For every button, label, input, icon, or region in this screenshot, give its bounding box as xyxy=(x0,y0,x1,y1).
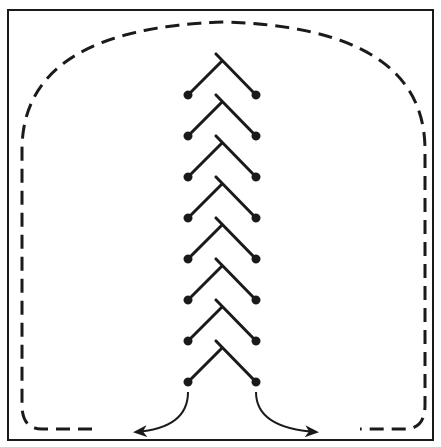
right-dot xyxy=(252,91,261,100)
chevron-stitch-group xyxy=(184,54,261,387)
left-dot xyxy=(184,214,193,223)
left-dot xyxy=(184,255,193,264)
chevron-stitch xyxy=(184,54,261,100)
stitch-right-line xyxy=(216,300,256,341)
stitch-left-line xyxy=(188,143,222,177)
chevron-stitch xyxy=(184,341,261,387)
right-curve-arrow xyxy=(256,392,316,432)
stitch-right-line xyxy=(216,218,256,259)
left-dot xyxy=(184,173,193,182)
stitch-left-line xyxy=(188,102,222,136)
right-dot xyxy=(252,173,261,182)
stitch-right-line xyxy=(216,259,256,300)
chevron-stitch xyxy=(184,300,261,346)
right-dot xyxy=(252,214,261,223)
stitch-right-line xyxy=(216,95,256,136)
stitch-right-line xyxy=(216,341,256,382)
left-dot xyxy=(184,296,193,305)
left-curve-arrow xyxy=(136,392,188,432)
left-dot xyxy=(184,132,193,141)
stitch-right-line xyxy=(216,54,256,95)
chevron-stitch xyxy=(184,259,261,305)
chevron-stitch xyxy=(184,177,261,223)
left-dot xyxy=(184,378,193,387)
right-dot xyxy=(252,296,261,305)
stitch-left-line xyxy=(188,348,222,382)
stitch-right-line xyxy=(216,136,256,177)
stitch-left-line xyxy=(188,184,222,218)
right-dot xyxy=(252,132,261,141)
right-dot xyxy=(252,255,261,264)
stitch-left-line xyxy=(188,307,222,341)
chevron-stitch xyxy=(184,136,261,182)
chevron-stitch xyxy=(184,218,261,264)
stitch-left-line xyxy=(188,61,222,95)
chevron-stitch xyxy=(184,95,261,141)
right-dot xyxy=(252,337,261,346)
stitch-left-line xyxy=(188,225,222,259)
left-dot xyxy=(184,337,193,346)
stitch-right-line xyxy=(216,177,256,218)
stitch-left-line xyxy=(188,266,222,300)
right-dot xyxy=(252,378,261,387)
left-dot xyxy=(184,91,193,100)
